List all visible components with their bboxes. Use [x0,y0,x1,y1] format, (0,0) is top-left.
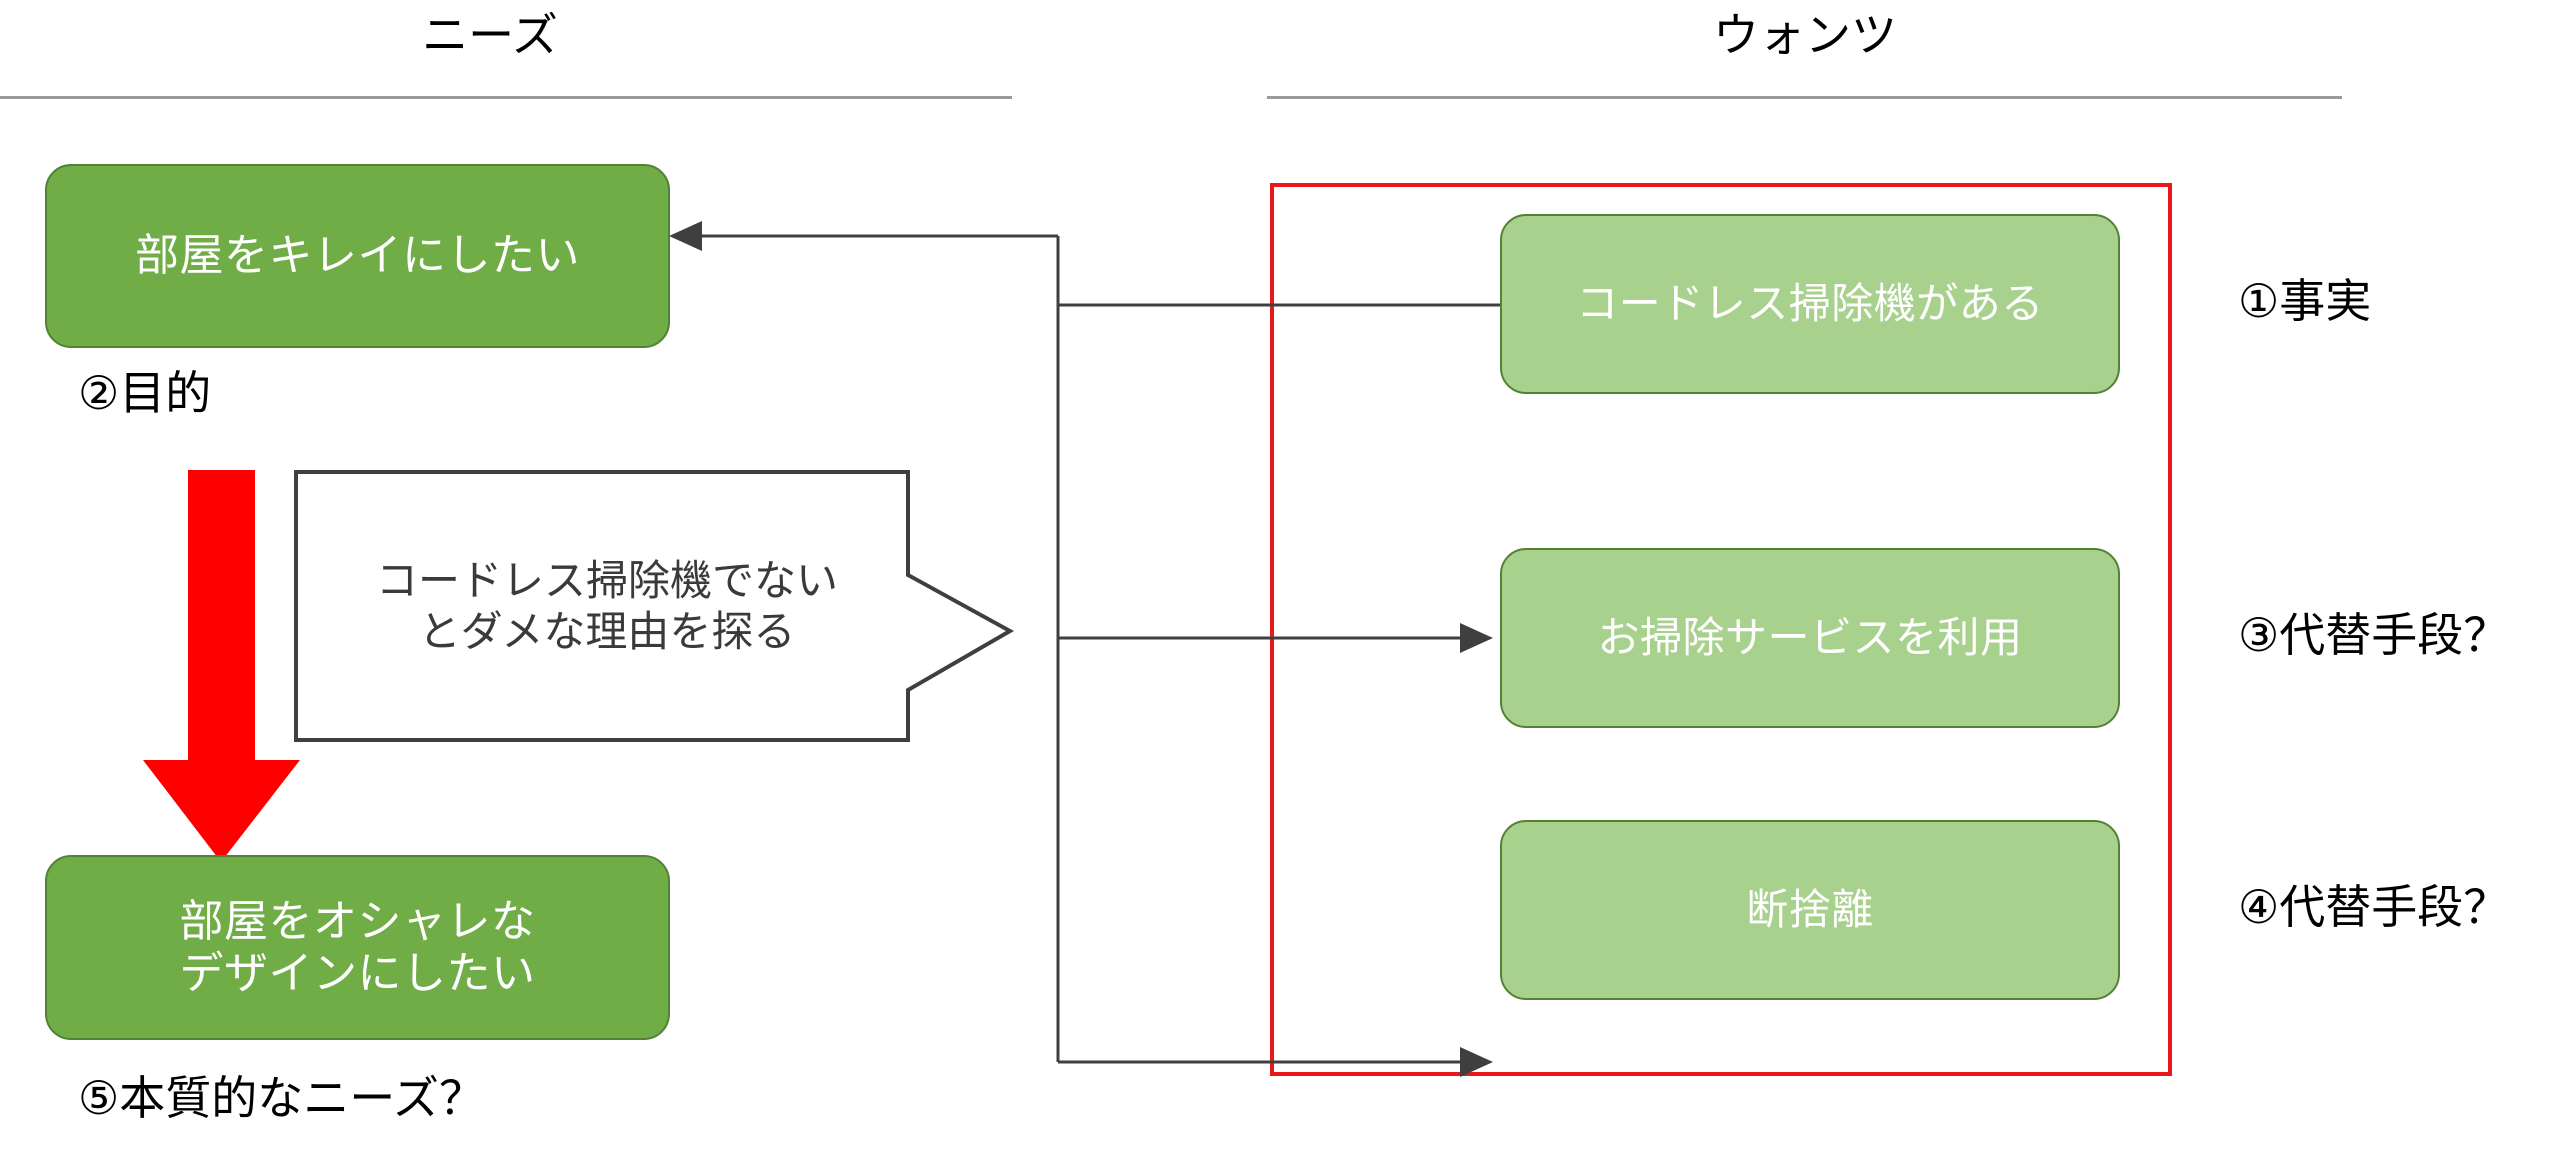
wants-item-node-3[interactable]: 断捨離 [1500,820,2120,1000]
column-title-needs: ニーズ [422,9,558,61]
needs-callout-label: コードレス掃除機でない とダメな理由を探る [375,556,838,655]
needs-divider [0,96,1012,99]
red-down-arrow [143,470,300,862]
wants-annotation-3: ④代替手段？ [2238,881,2510,933]
wants-item-node-2[interactable]: お掃除サービスを利用 [1500,548,2120,728]
wants-red-frame [1270,183,2172,1076]
needs-goal-node[interactable]: 部屋をキレイにしたい [45,164,670,348]
needs-goal-caption: ②目的 [78,367,212,419]
wants-annotation-1: ①事実 [2238,275,2372,327]
wants-annotation-2: ③代替手段？ [2238,609,2510,661]
needs-essence-caption: ⑤本質的なニーズ？ [78,1072,485,1124]
needs-essence-node[interactable]: 部屋をオシャレな デザインにしたい [45,855,670,1040]
wants-item-node-1[interactable]: コードレス掃除機がある [1500,214,2120,394]
needs-callout: コードレス掃除機でない とダメな理由を探る [296,472,1010,740]
column-title-wants: ウォンツ [1713,9,1897,61]
wants-divider [1267,96,2342,99]
